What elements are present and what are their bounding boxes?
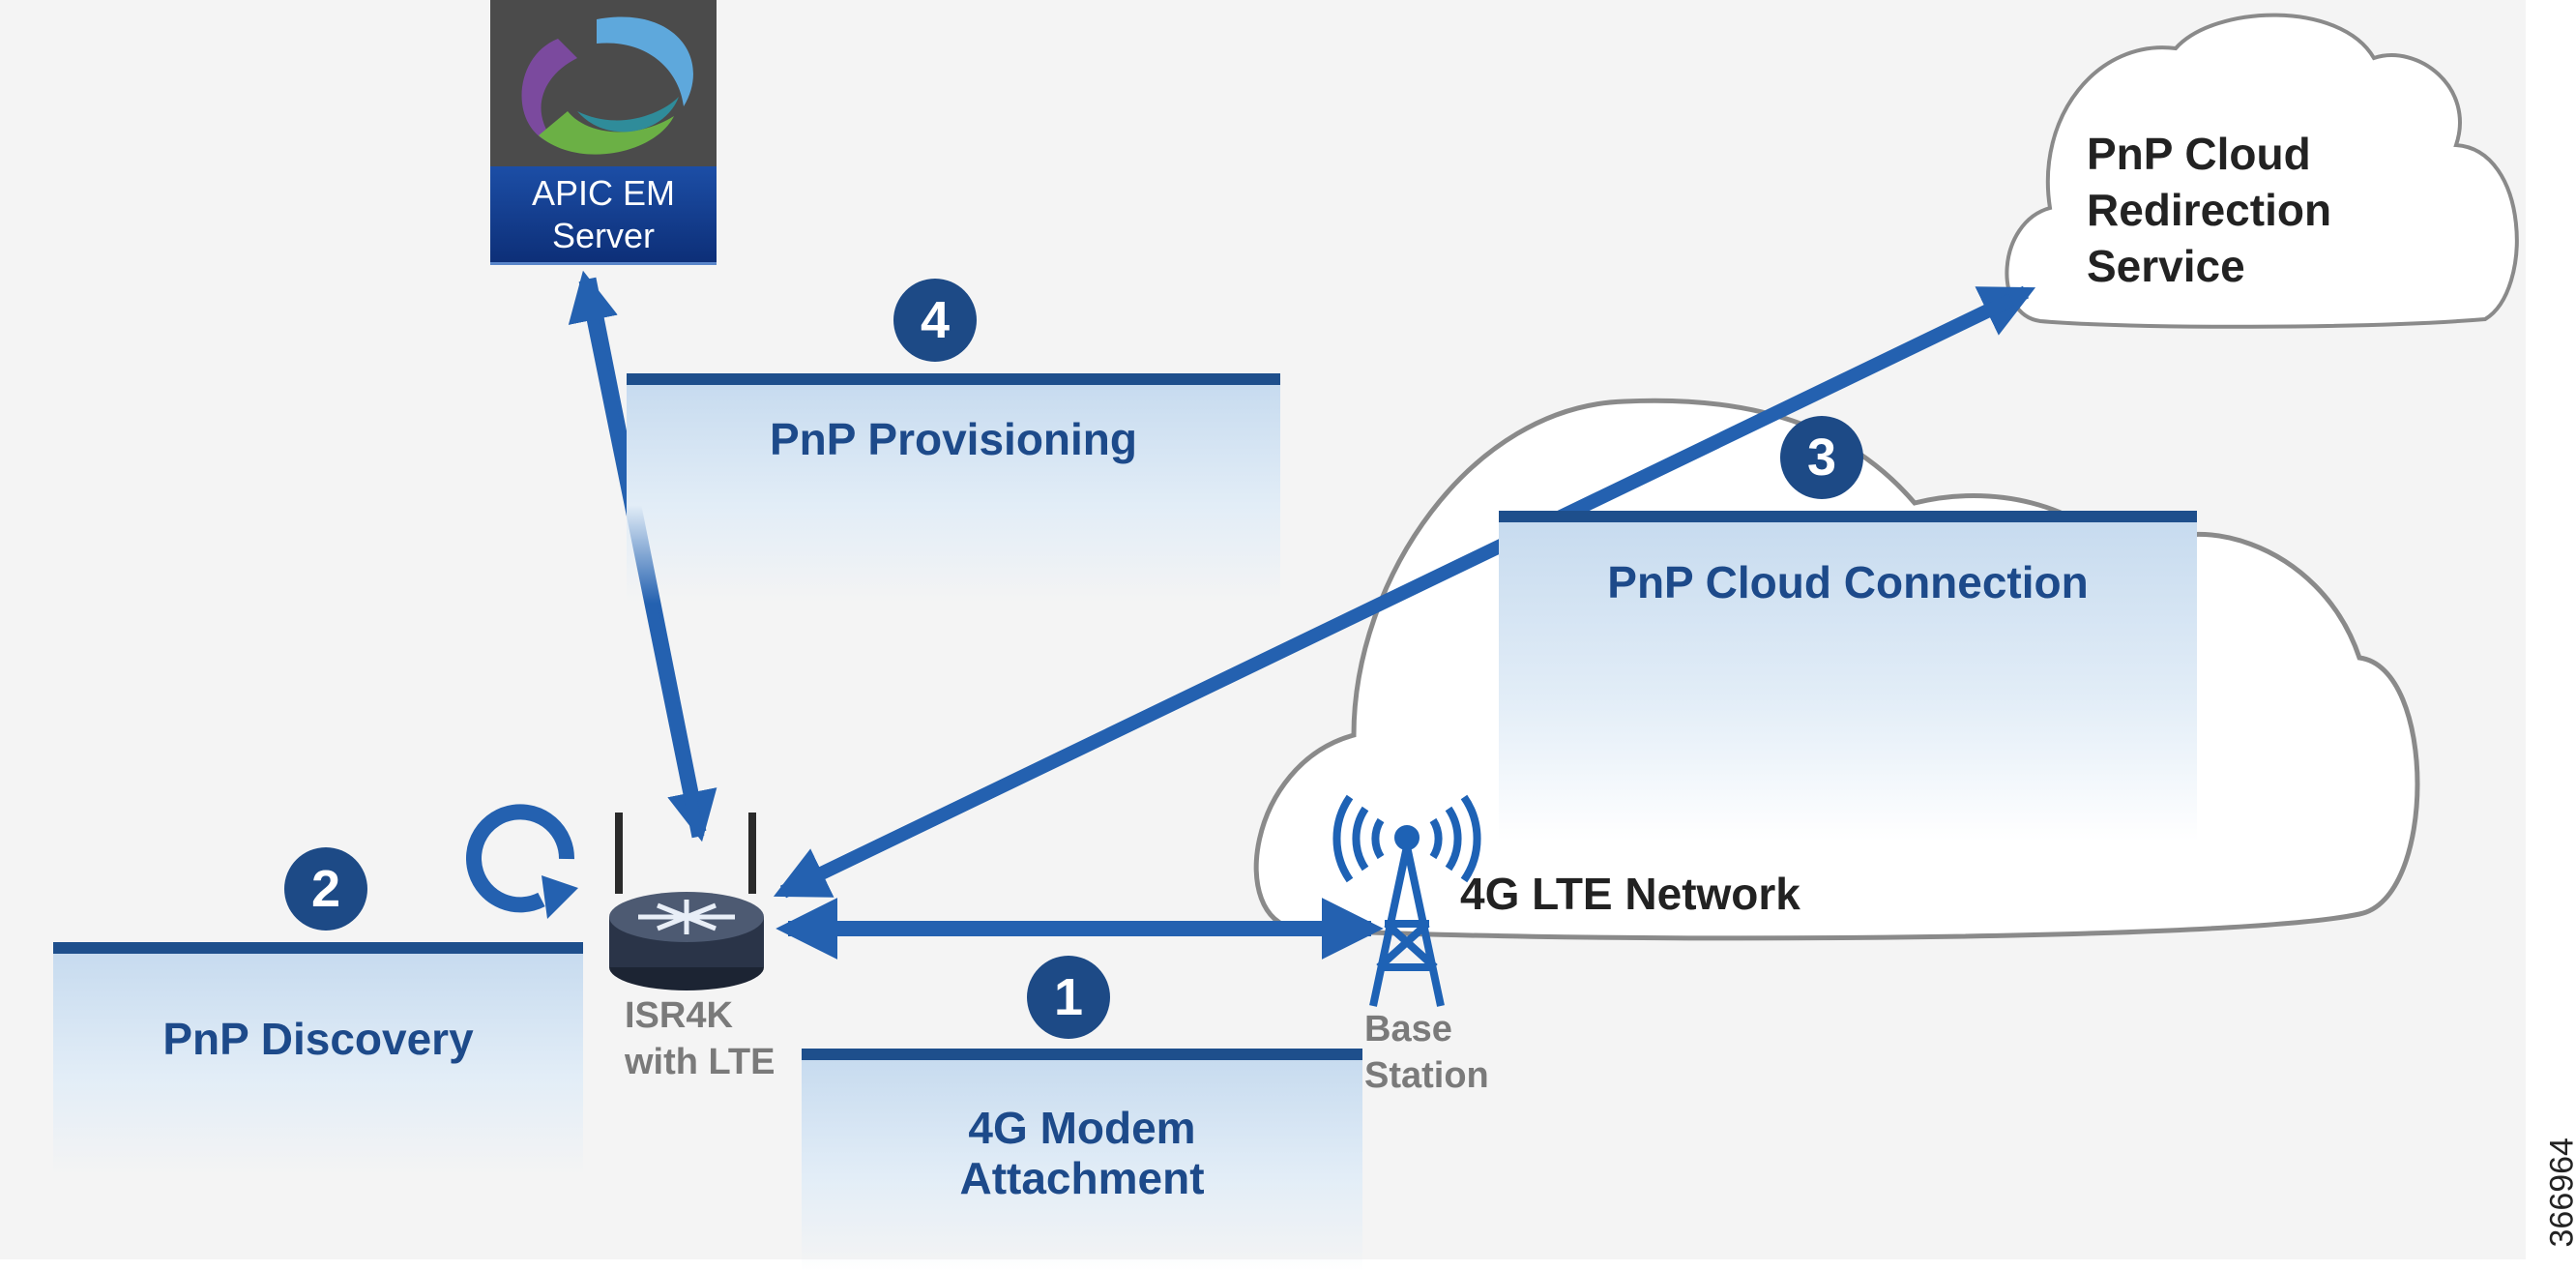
- step-1-box: 4G Modem Attachment: [802, 1049, 1362, 1271]
- step-4-badge: 4: [893, 279, 977, 362]
- router-label: ISR4K with LTE: [625, 992, 776, 1085]
- step-1-badge: 1: [1027, 956, 1110, 1039]
- apic-logo-icon: [490, 0, 717, 166]
- figure-number-text: 366964: [2544, 1112, 2576, 1248]
- step-2-box: PnP Discovery: [53, 942, 583, 1176]
- step-3-badge: 3: [1780, 416, 1863, 499]
- step-4-box: PnP Provisioning: [627, 373, 1280, 604]
- step-2-badge: 2: [284, 847, 367, 931]
- lte-network-label: 4G LTE Network: [1460, 867, 1800, 921]
- step-3-title: PnP Cloud Connection: [1499, 557, 2197, 607]
- step-2-title: PnP Discovery: [53, 1014, 583, 1064]
- base-station-label: Base Station: [1364, 1006, 1489, 1099]
- apic-logo: [490, 0, 717, 166]
- figure-number: 366964: [2533, 1114, 2576, 1259]
- apic-label: APIC EM Server: [490, 166, 717, 265]
- step-3-box: PnP Cloud Connection: [1499, 511, 2197, 842]
- step-1-title: 4G Modem Attachment: [802, 1103, 1362, 1203]
- step-4-title: PnP Provisioning: [627, 414, 1280, 464]
- apic-em-server: APIC EM Server: [490, 0, 717, 265]
- redirection-service-label: PnP Cloud Redirection Service: [2087, 126, 2331, 294]
